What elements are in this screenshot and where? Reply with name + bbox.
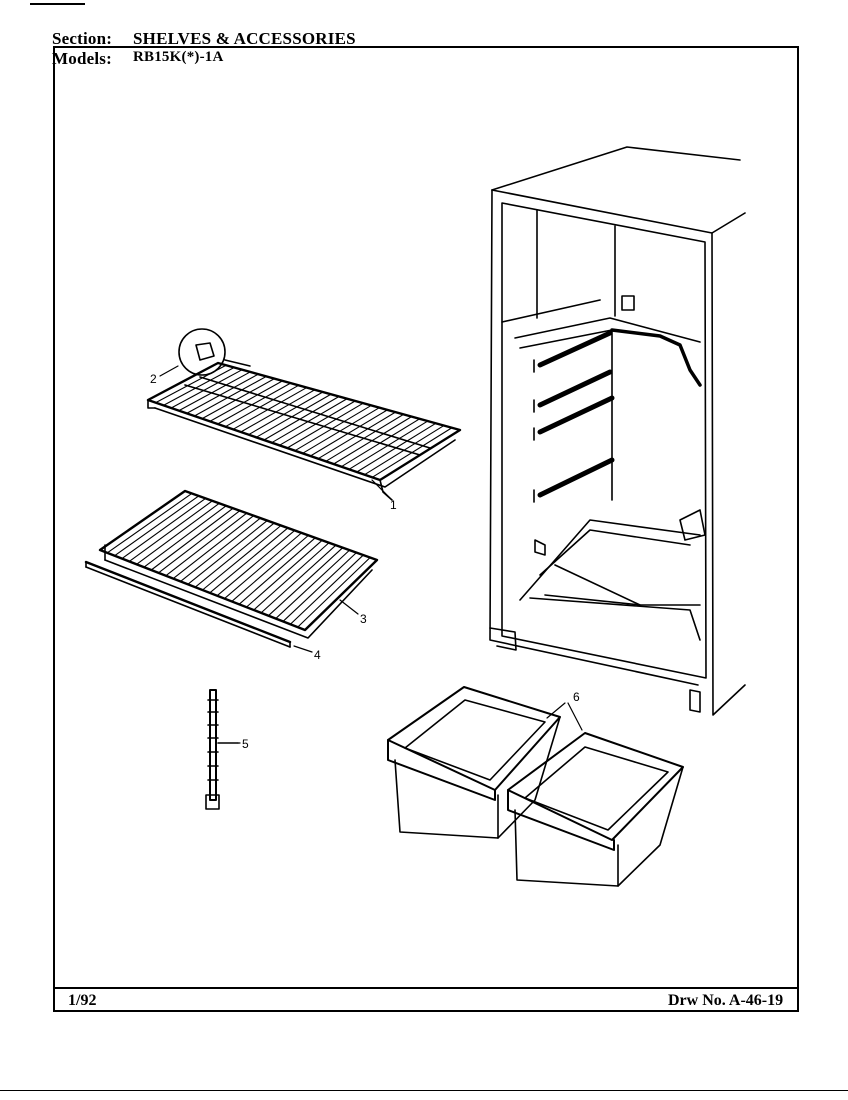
refrigerator-cabinet: [489, 146, 746, 716]
shelf-wire: [179, 517, 261, 582]
section-title: SHELVES & ACCESSORIES: [133, 29, 356, 48]
models-value: RB15K(*)-1A: [133, 49, 224, 65]
shelf-wire: [255, 393, 332, 438]
shelf-wire: [150, 507, 234, 571]
shelf-wire: [356, 422, 437, 473]
shelf-wire: [271, 398, 348, 444]
shelf-wire: [121, 497, 207, 560]
shelf-wire: [289, 554, 364, 625]
shelf-wire: [363, 424, 445, 476]
shelf-wire: [348, 420, 429, 470]
shelf-wire: [209, 380, 284, 422]
shelf-wire: [275, 549, 351, 620]
shelf-wire: [302, 407, 380, 454]
shelf-wire: [172, 515, 255, 580]
shelf-wire: [201, 378, 276, 420]
shelf-wire: [106, 492, 193, 554]
wire-shelf-3: [98, 489, 379, 639]
shelf-wire: [136, 502, 220, 565]
section-label: Section:: [52, 29, 113, 48]
shelf-wire: [267, 547, 344, 617]
shelf-wire: [232, 387, 308, 430]
footer-drawing-number: Drw No. A-46-19: [668, 992, 784, 1009]
callout-1: 1: [390, 498, 397, 512]
shelf-wire: [263, 395, 340, 441]
shelf-wire: [170, 369, 243, 409]
shelf-wire: [158, 510, 241, 574]
shelf-wire: [223, 532, 303, 600]
crisper-pan-right: [507, 732, 684, 887]
shelf-wire: [143, 505, 227, 568]
shelf-bracket-5: [205, 689, 239, 810]
shelf-wire: [238, 537, 316, 605]
shelf-wire: [231, 534, 309, 602]
shelf-wire: [187, 520, 268, 585]
callout-2: 2: [150, 372, 157, 386]
shelf-wire: [217, 382, 292, 425]
page-bottom-rule: [0, 1090, 848, 1091]
shelf-wire: [309, 409, 388, 457]
wire-shelf-1: [146, 361, 462, 501]
shelf-wire: [297, 556, 371, 628]
shelf-wire: [260, 544, 337, 614]
callout-4: 4: [314, 648, 321, 662]
shelf-wire: [240, 389, 316, 433]
shelf-wire: [209, 527, 289, 594]
top-rule: [30, 3, 85, 5]
shelf-wire: [278, 400, 356, 446]
shelf-wire: [325, 413, 405, 462]
models-label: Models:: [52, 49, 112, 68]
callout-6: 6: [573, 690, 580, 704]
crisper-pan-left: [387, 686, 561, 839]
shelf-wire: [253, 542, 330, 611]
shelf-wire: [162, 366, 235, 406]
shelf-wire: [216, 529, 296, 597]
footer-date: 1/92: [68, 992, 97, 1009]
shelf-wire: [371, 427, 453, 478]
shelf-wire: [247, 391, 324, 436]
shelf-wire: [114, 495, 200, 557]
shelf-wire: [193, 375, 267, 417]
shelf-wire: [286, 402, 364, 449]
callout-3: 3: [360, 612, 367, 626]
drawing-frame: [53, 46, 799, 1012]
shelf-wire: [128, 500, 213, 562]
shelf-wire: [245, 539, 323, 608]
shelf-wire: [294, 404, 372, 452]
shelf-rod-4: [84, 560, 292, 648]
callout-5: 5: [242, 737, 249, 751]
shelf-wire: [201, 524, 282, 591]
shelf-wire: [224, 384, 300, 428]
shelf-wire: [194, 522, 275, 588]
shelf-end-cap-2: [178, 328, 251, 376]
shelf-wire: [340, 418, 421, 468]
shelf-wire: [333, 416, 413, 465]
shelf-wire: [165, 512, 248, 577]
shelf-wire: [282, 552, 357, 622]
shelf-wire: [317, 411, 397, 460]
leader-lines: [159, 365, 583, 744]
shelf-wire: [186, 373, 259, 414]
footer-rule: [55, 987, 797, 989]
shelf-wire: [178, 371, 251, 412]
